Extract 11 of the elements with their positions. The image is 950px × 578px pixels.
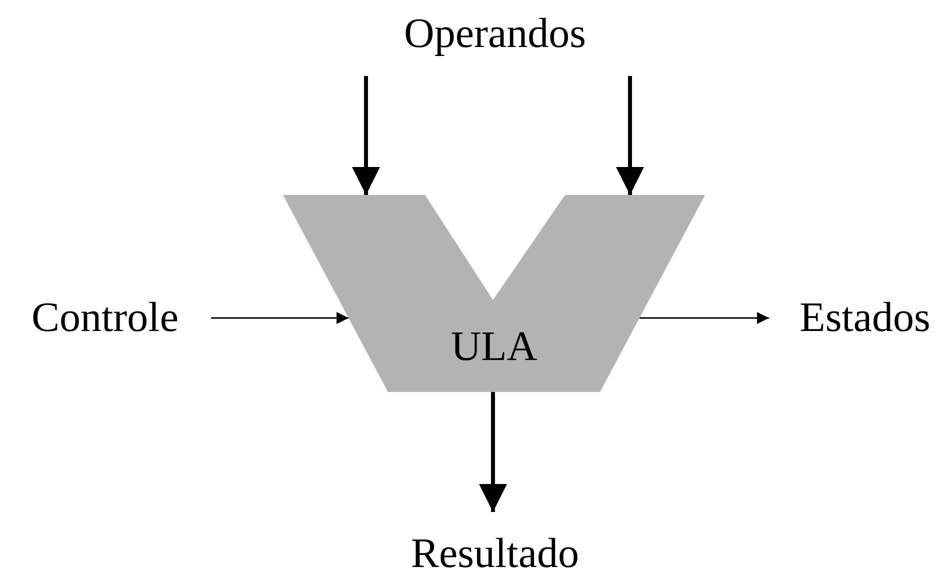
arrow (479, 392, 507, 512)
signal-label: Estados (785, 292, 945, 344)
arrow (211, 312, 349, 324)
arrow (639, 312, 769, 324)
arrow (616, 76, 644, 195)
alu-shape (283, 195, 705, 392)
signal-label: Controle (15, 292, 195, 344)
unit-label: ULA (450, 323, 538, 371)
signal-label: Operandos (385, 8, 605, 60)
signal-label: Resultado (390, 528, 600, 578)
arrow (352, 76, 380, 195)
